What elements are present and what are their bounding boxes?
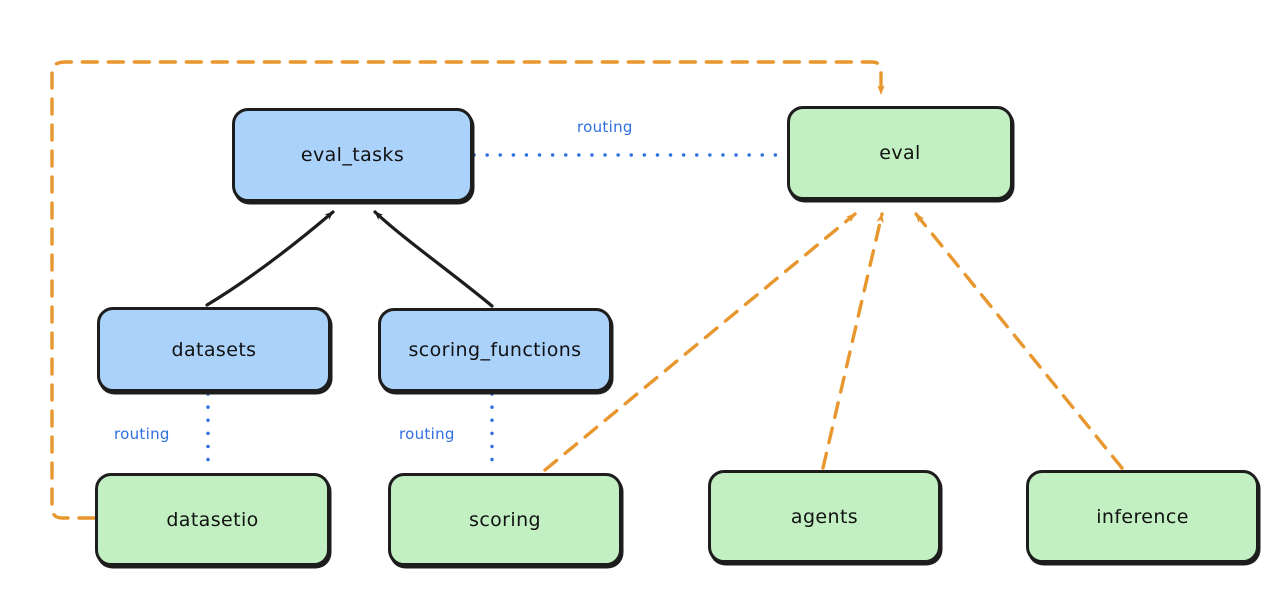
edge-scoring-functions-to-eval-tasks	[373, 210, 494, 308]
edge-agents-to-eval-dependency	[821, 212, 884, 470]
node-eval[interactable]: eval	[787, 106, 1013, 200]
node-label-inference: inference	[1096, 505, 1189, 528]
edge-label-routing-scoring-functions-scoring: routing	[399, 425, 455, 443]
node-scoring[interactable]: scoring	[388, 473, 622, 566]
node-label-agents: agents	[790, 505, 859, 528]
node-datasets[interactable]: datasets	[97, 307, 331, 392]
node-scoring-functions[interactable]: scoring_functions	[378, 308, 612, 392]
node-label-scoring: scoring	[469, 508, 541, 531]
node-eval-tasks[interactable]: eval_tasks	[232, 108, 473, 202]
node-label-scoring-functions: scoring_functions	[408, 339, 582, 361]
edge-datasetio-to-eval-dependency	[50, 60, 885, 520]
node-label-eval-tasks: eval_tasks	[300, 144, 405, 166]
edge-inference-to-eval-dependency	[914, 212, 1124, 470]
node-agents[interactable]: agents	[708, 470, 941, 563]
node-datasetio[interactable]: datasetio	[95, 473, 330, 566]
edge-label-routing-datasets-datasetio: routing	[114, 425, 170, 443]
edge-label-routing-eval-tasks-eval: routing	[577, 118, 633, 136]
node-inference[interactable]: inference	[1026, 470, 1259, 563]
edge-scoring-to-eval-dependency	[543, 212, 857, 472]
node-label-datasetio: datasetio	[166, 508, 259, 531]
node-label-datasets: datasets	[171, 338, 257, 361]
node-label-eval: eval	[879, 142, 921, 164]
edge-datasets-to-eval-tasks	[205, 210, 335, 307]
